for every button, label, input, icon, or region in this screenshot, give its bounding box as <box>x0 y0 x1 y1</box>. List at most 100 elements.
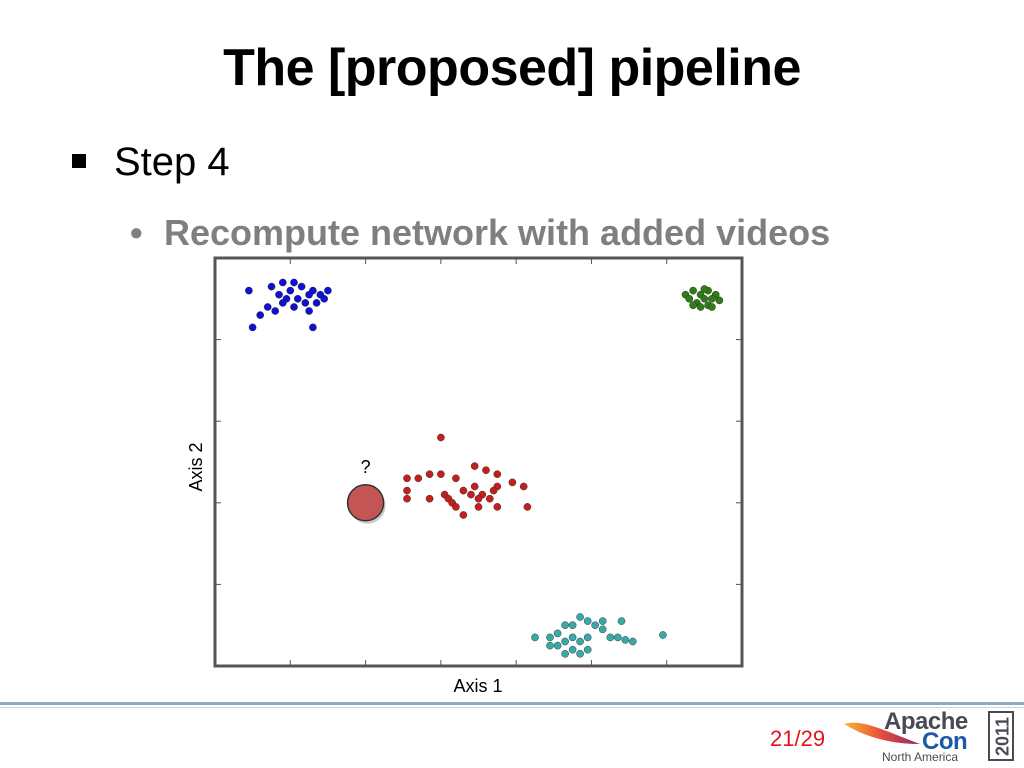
scatter-point-series-4 <box>583 617 592 625</box>
scatter-point-series-4 <box>568 633 577 642</box>
scatter-point-series-3 <box>459 511 468 519</box>
scatter-point-series-1 <box>290 278 298 287</box>
scatter-point-series-4 <box>583 633 592 642</box>
y-axis-label: Axis 2 <box>186 442 206 491</box>
slide-title: The [proposed] pipeline <box>223 39 801 97</box>
scatter-point-series-3 <box>452 503 460 511</box>
scatter-point-series-2 <box>685 295 694 303</box>
scatter-point-series-1 <box>324 286 332 295</box>
scatter-point-series-4 <box>598 617 607 625</box>
scatter-point-series-4 <box>576 637 584 646</box>
scatter-point-series-4 <box>531 633 539 642</box>
scatter-point-series-3 <box>414 474 423 483</box>
axis-ticks <box>215 258 742 666</box>
scatter-point-series-4 <box>591 621 600 630</box>
scatter-point-series-3 <box>485 494 494 503</box>
scatter-point-series-3 <box>493 503 502 511</box>
scatter-point-series-4 <box>659 631 667 639</box>
scatter-point-series-4 <box>546 633 554 642</box>
scatter-point-series-1 <box>263 303 272 311</box>
scatter-point-series-4 <box>576 649 584 658</box>
scatter-point-series-4 <box>568 621 577 630</box>
scatter-point-series-1 <box>245 286 253 295</box>
query-point-label: ? <box>361 457 371 477</box>
scatter-point-series-3 <box>489 486 498 495</box>
query-point-group: ? <box>346 457 386 524</box>
scatter-point-series-1 <box>248 323 257 332</box>
scatter-point-series-1 <box>279 299 287 307</box>
scatter-point-series-1 <box>301 299 310 307</box>
x-axis-label: Axis 1 <box>453 676 502 696</box>
scatter-point-series-3 <box>482 466 490 474</box>
scatter-point-series-1 <box>294 295 302 303</box>
logo-con-text: Con <box>922 728 968 755</box>
scatter-point-series-2 <box>708 295 716 303</box>
footer-divider-thin <box>0 707 1024 708</box>
scatter-point-series-4 <box>583 645 592 654</box>
bullet-text-step: Step 4 <box>114 140 230 184</box>
scatter-point-series-3 <box>470 462 479 470</box>
scatter-point-series-3 <box>493 470 502 478</box>
scatter-point-series-1 <box>256 311 264 319</box>
scatter-point-series-1 <box>290 303 298 311</box>
scatter-point-series-3 <box>474 494 483 503</box>
scatter-point-series-3 <box>437 470 445 478</box>
scatter-point-series-1 <box>286 286 295 295</box>
scatter-point-series-1 <box>309 323 317 332</box>
scatter-point-series-2 <box>715 296 724 305</box>
scatter-point-series-4 <box>598 625 607 634</box>
scatter-point-series-3 <box>523 503 532 511</box>
scatter-point-series-1 <box>309 286 317 295</box>
scatter-point-series-3 <box>403 494 411 503</box>
scatter-point-series-3 <box>508 478 517 487</box>
scatter-point-series-2 <box>689 286 697 295</box>
scatter-point-series-3 <box>467 490 475 499</box>
scatter-point-series-4 <box>613 633 622 642</box>
scatter-point-series-1 <box>305 307 313 315</box>
scatter-point-series-3 <box>519 482 528 491</box>
scatter-point-series-3 <box>474 503 483 511</box>
scatter-point-series-1 <box>275 290 283 299</box>
logo-apache-text: Apache <box>884 708 968 735</box>
scatter-point-series-4 <box>576 613 584 621</box>
bullet-text-recompute: Recompute network with added videos <box>164 212 831 253</box>
scatter-point-series-3 <box>425 470 434 478</box>
scatter-point-series-1 <box>320 295 328 303</box>
dot-bullet-icon: • <box>130 212 143 253</box>
scatter-point-series-4 <box>568 645 577 654</box>
scatter-point-series-2 <box>700 285 709 293</box>
scatter-point-series-4 <box>561 649 569 658</box>
scatter-chart: ? Axis 1 Axis 2 <box>186 256 744 696</box>
scatter-point-series-1 <box>297 282 306 291</box>
scatter-point-series-3 <box>452 474 460 483</box>
page-number: 21/29 <box>770 726 826 751</box>
apachecon-logo: Apache Con North America 2011 <box>842 708 1018 764</box>
scatter-point-series-4 <box>553 641 562 650</box>
scatter-point-series-4 <box>546 641 554 650</box>
scatter-point-series-3 <box>425 494 434 503</box>
scatter-point-series-2 <box>689 301 697 310</box>
scatter-point-series-1 <box>312 299 321 307</box>
plot-frame <box>213 256 744 668</box>
scatter-point-series-4 <box>553 629 562 638</box>
scatter-point-series-3 <box>470 482 479 491</box>
scatter-point-series-2 <box>700 295 709 303</box>
square-bullet-icon <box>72 154 86 168</box>
scatter-point-series-4 <box>628 637 637 646</box>
scatter-point-series-4 <box>561 637 569 646</box>
scatter-point-series-2 <box>696 303 705 311</box>
scatter-point-series-3 <box>403 474 411 483</box>
scatter-point-series-1 <box>267 282 276 291</box>
footer-divider <box>0 702 1024 705</box>
scatter-point-series-2 <box>708 303 716 311</box>
scatter-point-series-3 <box>459 486 468 495</box>
feather-icon <box>844 722 920 744</box>
scatter-point-series-1 <box>271 307 279 315</box>
logo-year-box: 2011 <box>988 711 1014 761</box>
scatter-point-series-4 <box>561 621 569 630</box>
scatter-point-series-1 <box>279 278 287 287</box>
data-points <box>245 278 724 658</box>
scatter-point-series-3 <box>403 486 411 495</box>
logo-north-america-text: North America <box>882 750 959 764</box>
scatter-point-series-3 <box>437 433 445 442</box>
